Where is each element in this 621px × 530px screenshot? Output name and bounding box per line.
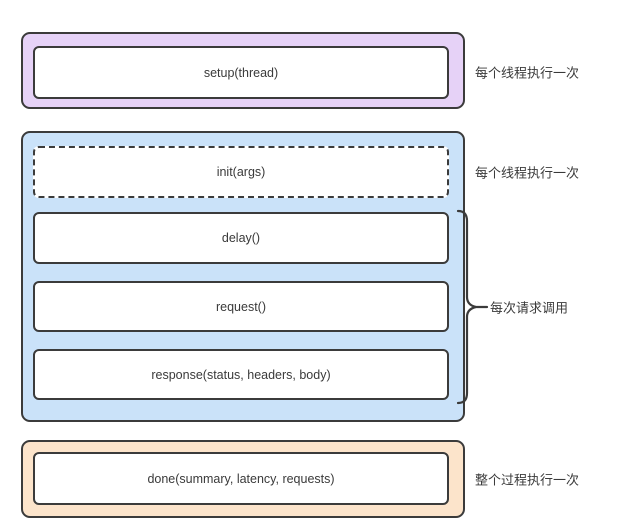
done-box: done(summary, latency, requests) (33, 452, 449, 505)
delay-box: delay() (33, 212, 449, 264)
response-box: response(status, headers, body) (33, 349, 449, 400)
delay-box-label: delay() (221, 231, 261, 245)
request-box-label: request() (215, 299, 267, 314)
init-box: init(args) (33, 146, 449, 198)
init-box-label: init(args) (216, 165, 266, 179)
init-annotation: 每个线程执行一次 (475, 165, 580, 181)
request-annotation: 每次请求调用 (490, 300, 569, 316)
request-box: request() (33, 281, 449, 332)
setup-phase-group: setup(thread) (21, 32, 465, 109)
done-phase-group: done(summary, latency, requests) (21, 440, 465, 518)
done-annotation: 整个过程执行一次 (475, 472, 580, 488)
thread-phase-group: init(args) delay() request() response(st… (21, 131, 465, 422)
setup-annotation: 每个线程执行一次 (475, 65, 580, 81)
response-box-label: response(status, headers, body) (151, 367, 331, 382)
curly-brace-icon (456, 209, 489, 405)
done-box-label: done(summary, latency, requests) (147, 471, 335, 486)
setup-box: setup(thread) (33, 46, 449, 99)
setup-box-label: setup(thread) (203, 65, 279, 80)
